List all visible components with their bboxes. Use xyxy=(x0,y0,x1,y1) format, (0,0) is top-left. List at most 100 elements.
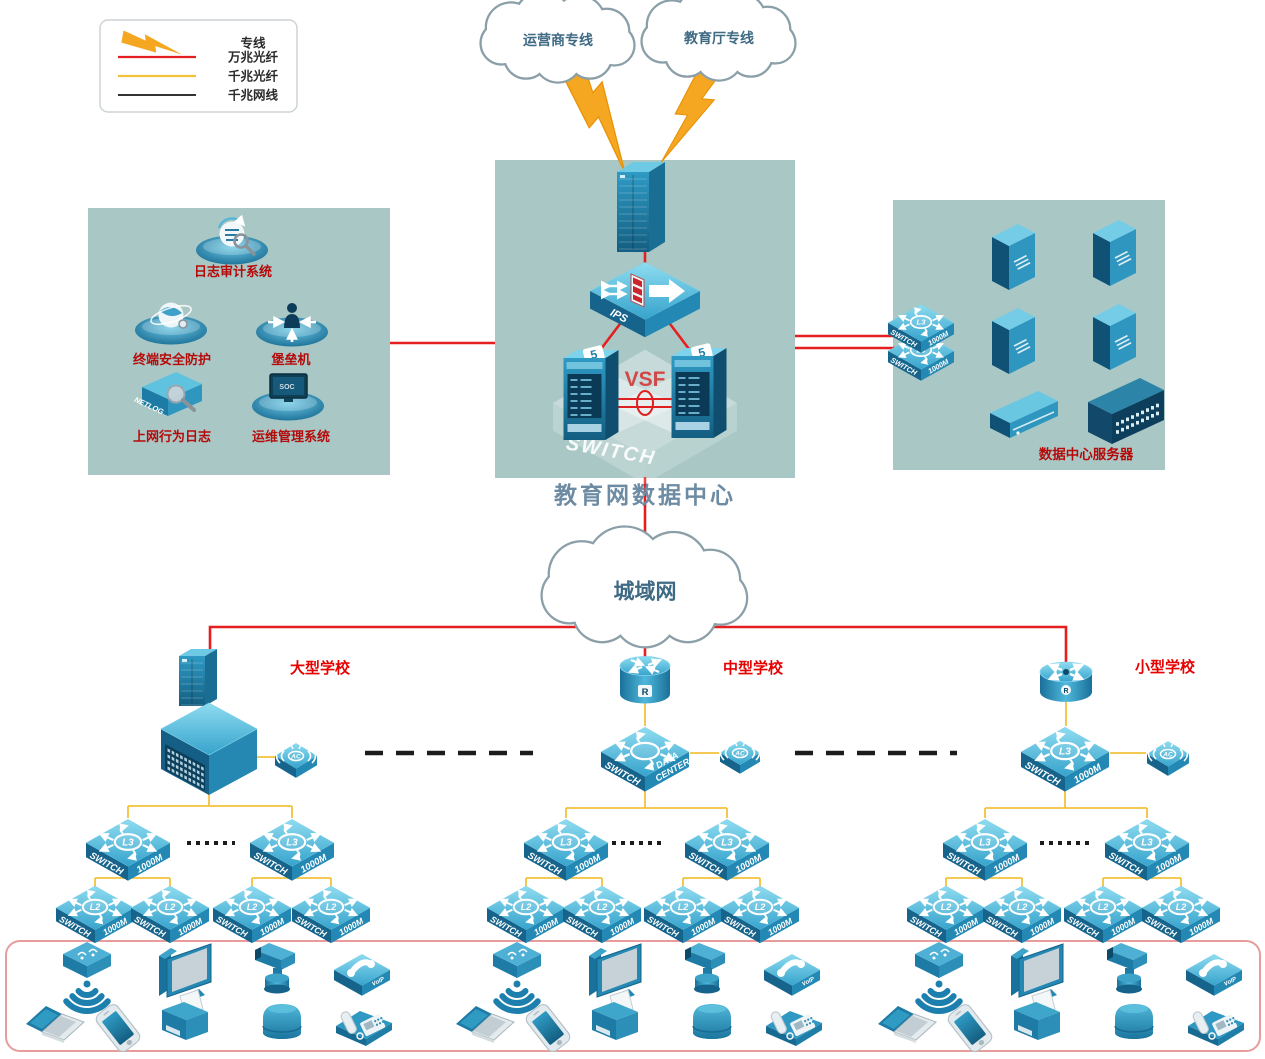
laptop-icon xyxy=(26,1006,85,1043)
label: L3 xyxy=(1059,746,1071,757)
security-item-endpoint-protect: 终端安全防护 xyxy=(133,302,211,367)
legend-label: 千兆光纤 xyxy=(228,69,279,84)
terminal-group-3: WLAN VoIP xyxy=(878,942,1244,1052)
dome-icon xyxy=(1114,1004,1154,1039)
datacenter-firewall xyxy=(617,162,665,252)
label: L3 xyxy=(122,837,134,848)
security-item-label: 运维管理系统 xyxy=(252,429,330,444)
security-item-bastion: 堡垒机 xyxy=(256,303,328,367)
label: AC xyxy=(290,753,301,760)
printer-icon xyxy=(592,989,638,1040)
dc-storage xyxy=(990,391,1058,438)
phone-icon xyxy=(95,1004,141,1052)
label: L2 xyxy=(1017,902,1028,912)
label: L3 xyxy=(286,837,298,848)
title-school_large: 大型学校 xyxy=(290,659,351,677)
cloud-label: 教育厅专线 xyxy=(684,30,754,46)
deskphone-icon xyxy=(766,1011,822,1046)
label: R xyxy=(642,687,649,698)
label: L3 xyxy=(1141,837,1153,848)
dc-server-3 xyxy=(992,308,1035,374)
legend-label: 千兆网线 xyxy=(228,88,279,103)
label: L2 xyxy=(1098,902,1109,912)
large-school-core-switch xyxy=(160,702,258,795)
laptop-icon xyxy=(456,1006,515,1043)
cloud-man: 城域网 xyxy=(540,525,749,649)
label: 5 xyxy=(697,345,707,360)
printer-icon xyxy=(162,989,208,1040)
label: R xyxy=(1063,688,1068,695)
label: L2 xyxy=(755,902,766,912)
label: L2 xyxy=(941,902,952,912)
small-school-ac: AC xyxy=(1146,741,1190,776)
security-item-label: 终端安全防护 xyxy=(133,352,211,367)
legend-label: 专线 xyxy=(240,36,266,51)
security-item-label: 上网行为日志 xyxy=(133,429,211,444)
laptop-icon xyxy=(878,1006,937,1043)
title-school_medium: 中型学校 xyxy=(723,659,784,677)
label: SOC xyxy=(279,384,294,391)
voip-icon: VoIP xyxy=(333,954,391,996)
label: AC xyxy=(734,750,745,757)
security-item-label: 堡垒机 xyxy=(271,352,310,367)
ptz-icon xyxy=(685,943,725,994)
dome-icon xyxy=(262,1004,302,1039)
ap-icon: WLAN xyxy=(915,942,963,1014)
title-school_small: 小型学校 xyxy=(1135,658,1196,676)
legend-label: 万兆光纤 xyxy=(227,50,279,65)
core-server-2: 5 xyxy=(671,343,727,438)
dc-server-4 xyxy=(1093,304,1136,370)
title-datacenter: 教育网数据中心 xyxy=(554,482,736,508)
label: L2 xyxy=(326,902,337,912)
dc-server-1 xyxy=(992,224,1035,290)
ptz-icon xyxy=(1107,943,1147,994)
security-item-ops: SOC 运维管理系统 xyxy=(252,373,330,444)
phone-icon xyxy=(525,1004,571,1052)
ips-device: IPS xyxy=(589,262,701,338)
cloud-isp: 运营商专线 xyxy=(479,0,636,84)
label: VoIP xyxy=(1223,976,1238,988)
core-server-1: 5 xyxy=(563,345,619,440)
title-vsf: VSF xyxy=(625,368,666,391)
label: L3 xyxy=(560,837,572,848)
security-item-log-audit: 日志审计系统 xyxy=(194,214,272,279)
label: L2 xyxy=(597,902,608,912)
label: L2 xyxy=(678,902,689,912)
label: 5 xyxy=(589,347,599,362)
voip-icon: VoIP xyxy=(1185,954,1243,996)
dome-icon xyxy=(692,1004,732,1039)
label: L2 xyxy=(247,902,258,912)
label: AC xyxy=(1162,751,1173,758)
label: L2 xyxy=(165,902,176,912)
cloud-label: 运营商专线 xyxy=(523,32,593,48)
security-item-label: 日志审计系统 xyxy=(194,264,272,279)
deskphone-icon xyxy=(1188,1011,1244,1046)
title-servers: 数据中心服务器 xyxy=(1039,446,1134,462)
label: VoIP xyxy=(371,976,386,988)
small-school-router: R xyxy=(1039,661,1093,702)
monitor-icon xyxy=(589,943,642,1002)
label: L2 xyxy=(1176,902,1187,912)
dc-server-2 xyxy=(1093,220,1136,286)
label: L2 xyxy=(521,902,532,912)
